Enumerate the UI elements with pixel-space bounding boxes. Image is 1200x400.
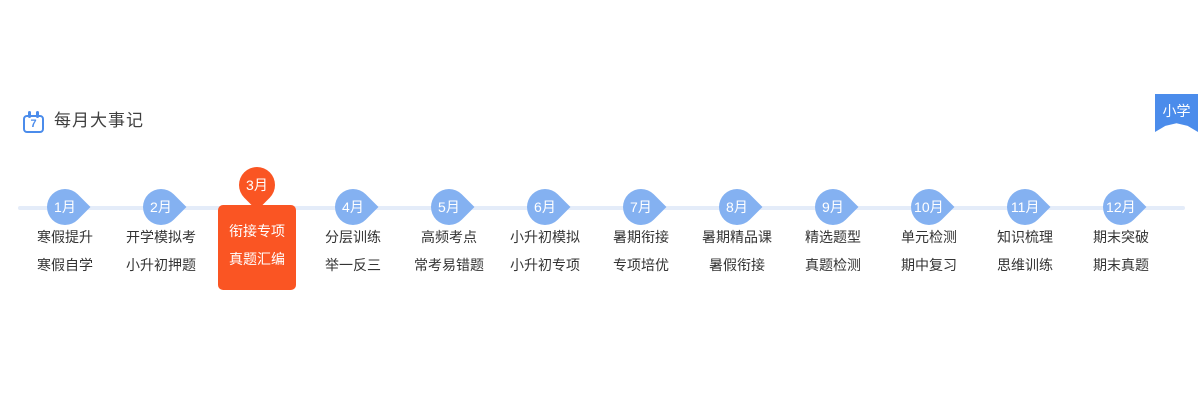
month-bubble: 10月 xyxy=(903,181,955,233)
month-label: 9月 xyxy=(822,198,844,215)
month-bubble: 4月 xyxy=(327,181,379,233)
timeline-track xyxy=(18,206,1185,210)
month-events: 分层训练 举一反三 xyxy=(305,230,401,272)
month-event-line-2: 寒假自学 xyxy=(37,257,93,273)
timeline-month-12月[interactable]: 12月 期末突破 期末真题 xyxy=(1073,165,1169,290)
timeline: 1月 寒假提升 寒假自学 2月 开学模拟考 小升初押题 3月 衔接专项 真题汇编… xyxy=(0,159,1200,305)
month-events: 知识梳理 思维训练 xyxy=(977,230,1073,272)
month-event-line-2: 专项培优 xyxy=(613,257,669,273)
month-label: 5月 xyxy=(438,198,460,215)
month-events: 开学模拟考 小升初押题 xyxy=(113,230,209,272)
month-event-line-2: 举一反三 xyxy=(325,257,381,273)
month-event-line-1: 小升初模拟 xyxy=(510,229,580,245)
timeline-month-8月[interactable]: 8月 暑期精品课 暑假衔接 xyxy=(689,165,785,290)
month-bubble: 11月 xyxy=(999,181,1051,233)
month-event-line-2: 常考易错题 xyxy=(414,257,484,273)
month-label: 11月 xyxy=(1010,198,1040,215)
month-events: 期末突破 期末真题 xyxy=(1073,230,1169,272)
month-bubble: 7月 xyxy=(615,181,667,233)
timeline-month-7月[interactable]: 7月 暑期衔接 专项培优 xyxy=(593,165,689,290)
calendar-icon-ear xyxy=(28,111,31,118)
calendar-icon-ear xyxy=(36,111,39,118)
month-label: 3月 xyxy=(246,176,268,193)
timeline-months: 1月 寒假提升 寒假自学 2月 开学模拟考 小升初押题 3月 衔接专项 真题汇编… xyxy=(17,159,1169,290)
month-events: 暑期衔接 专项培优 xyxy=(593,230,689,272)
month-event-line-2: 期中复习 xyxy=(901,257,957,273)
month-bubble: 9月 xyxy=(807,181,859,233)
calendar-icon: 7 xyxy=(23,111,44,133)
grade-badge[interactable]: 小学 xyxy=(1155,94,1198,132)
month-label: 7月 xyxy=(630,198,652,215)
month-event-line-2: 思维训练 xyxy=(997,257,1053,273)
month-bubble: 6月 xyxy=(519,181,571,233)
month-events: 寒假提升 寒假自学 xyxy=(17,230,113,272)
month-event-line-1: 暑期精品课 xyxy=(702,229,772,245)
timeline-month-2月[interactable]: 2月 开学模拟考 小升初押题 xyxy=(113,165,209,290)
month-event-line-2: 期末真题 xyxy=(1093,257,1149,273)
month-label: 6月 xyxy=(534,198,556,215)
month-event-line-2: 小升初专项 xyxy=(510,257,580,273)
month-event-line-1: 分层训练 xyxy=(325,229,381,245)
month-event-line-1: 期末突破 xyxy=(1093,229,1149,245)
month-event-line-2: 小升初押题 xyxy=(126,257,196,273)
month-event-line-1: 单元检测 xyxy=(901,229,957,245)
timeline-month-5月[interactable]: 5月 高频考点 常考易错题 xyxy=(401,165,497,290)
timeline-month-9月[interactable]: 9月 精选题型 真题检测 xyxy=(785,165,881,290)
month-event-line-2: 暑假衔接 xyxy=(709,257,765,273)
month-bubble: 5月 xyxy=(423,181,475,233)
month-event-line-2: 真题汇编 xyxy=(229,251,285,267)
month-events: 高频考点 常考易错题 xyxy=(401,230,497,272)
month-bubble: 3月 xyxy=(231,159,283,211)
month-bubble: 2月 xyxy=(135,181,187,233)
timeline-month-4月[interactable]: 4月 分层训练 举一反三 xyxy=(305,165,401,290)
month-event-line-1: 知识梳理 xyxy=(997,229,1053,245)
month-event-line-1: 高频考点 xyxy=(421,229,477,245)
month-label: 12月 xyxy=(1106,198,1136,215)
month-event-line-1: 开学模拟考 xyxy=(126,229,196,245)
month-events: 衔接专项 真题汇编 xyxy=(218,205,296,290)
calendar-icon-day: 7 xyxy=(30,118,37,130)
month-label: 2月 xyxy=(150,198,172,215)
page-title: 每月大事记 xyxy=(54,111,144,130)
month-event-line-2: 真题检测 xyxy=(805,257,861,273)
timeline-month-3月[interactable]: 3月 衔接专项 真题汇编 xyxy=(209,159,305,290)
month-events: 精选题型 真题检测 xyxy=(785,230,881,272)
month-bubble: 8月 xyxy=(711,181,763,233)
timeline-month-1月[interactable]: 1月 寒假提升 寒假自学 xyxy=(17,165,113,290)
timeline-month-11月[interactable]: 11月 知识梳理 思维训练 xyxy=(977,165,1073,290)
section-header: 7 每月大事记 xyxy=(23,108,144,134)
month-event-line-1: 衔接专项 xyxy=(229,223,285,239)
month-event-line-1: 寒假提升 xyxy=(37,229,93,245)
month-event-line-1: 暑期衔接 xyxy=(613,229,669,245)
month-event-line-1: 精选题型 xyxy=(805,229,861,245)
month-events: 单元检测 期中复习 xyxy=(881,230,977,272)
timeline-month-10月[interactable]: 10月 单元检测 期中复习 xyxy=(881,165,977,290)
timeline-month-6月[interactable]: 6月 小升初模拟 小升初专项 xyxy=(497,165,593,290)
month-label: 1月 xyxy=(54,198,76,215)
month-label: 10月 xyxy=(914,198,944,215)
month-label: 8月 xyxy=(726,198,748,215)
month-label: 4月 xyxy=(342,198,364,215)
month-bubble: 12月 xyxy=(1095,181,1147,233)
month-bubble: 1月 xyxy=(39,181,91,233)
month-events: 小升初模拟 小升初专项 xyxy=(497,230,593,272)
month-events: 暑期精品课 暑假衔接 xyxy=(689,230,785,272)
